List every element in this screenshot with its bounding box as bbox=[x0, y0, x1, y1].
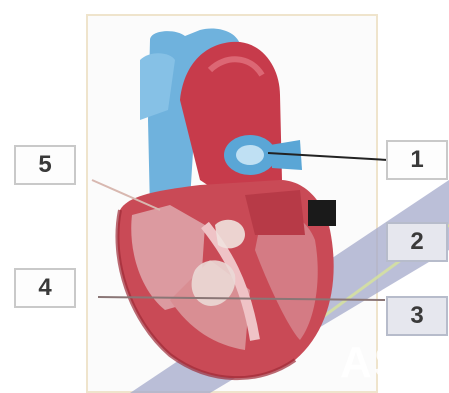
left-atrium bbox=[245, 190, 305, 235]
label-1: 1 bbox=[386, 140, 448, 180]
pulmonary-vessel-lumen bbox=[236, 145, 264, 165]
aorta bbox=[180, 42, 282, 200]
label-5: 5 bbox=[14, 145, 76, 185]
label-3: 3 bbox=[386, 296, 448, 336]
label-4: 4 bbox=[14, 268, 76, 308]
black-marker bbox=[308, 200, 336, 226]
label-2: 2 bbox=[386, 222, 448, 262]
watermark: AS bbox=[340, 338, 405, 388]
